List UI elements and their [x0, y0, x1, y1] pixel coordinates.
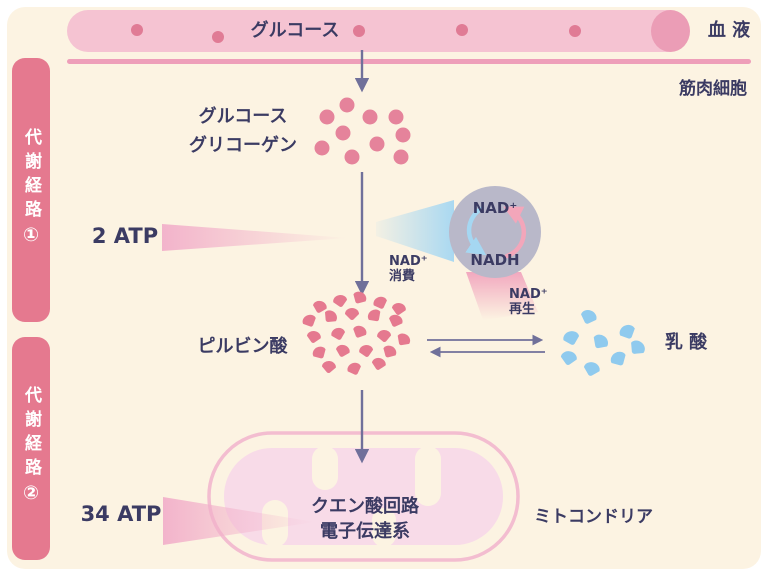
nad-to-nadh-arrow: [465, 206, 487, 256]
nad-consume-line2: 消費: [389, 268, 416, 284]
nad-oxidized-label: NAD⁺: [472, 199, 518, 217]
blood-label: 血 液: [707, 20, 751, 41]
pathway-1-label: 代謝経路: [21, 127, 41, 224]
nad-consume-line1: NAD⁺: [389, 254, 428, 269]
mitochondria-label: ミトコンドリア: [534, 507, 653, 527]
atp34-label: 34 ATP: [80, 502, 162, 526]
nad-consume-label: NAD⁺ 消費: [389, 254, 428, 285]
pyruvate-molecules: [300, 289, 413, 378]
citric-cycle-line: クエン酸回路: [311, 496, 419, 517]
pathway-2-number: ②: [20, 482, 42, 511]
mito-process-label: クエン酸回路 電子伝達系: [300, 496, 430, 542]
lactate-molecules: [559, 307, 648, 378]
nad-regen-line1: NAD⁺: [509, 287, 548, 302]
nad-regen-label: NAD⁺ 再生: [509, 287, 548, 318]
nad-consume-beam: [376, 200, 454, 262]
pathway-1-number: ①: [20, 223, 42, 253]
nadh-to-nad-arrow: [503, 206, 527, 259]
glucose-line: グルコース: [198, 106, 288, 127]
glycogen-line: グリコーゲン: [189, 134, 297, 156]
atp34-beam: [163, 497, 315, 545]
nadh-label: NADH: [470, 251, 520, 269]
electron-transport-line: 電子伝達系: [320, 520, 410, 542]
blood-vessel-end-cap: [651, 10, 690, 52]
pathway-1-badge: 代謝経路①: [12, 58, 50, 322]
glycogen-granules: [314, 97, 411, 165]
cell-membrane-line: [67, 59, 751, 64]
atp2-label: 2 ATP: [91, 224, 159, 248]
nad-regen-line2: 再生: [509, 301, 536, 317]
nad-regen-beam: [466, 272, 538, 320]
atp2-beam: [162, 224, 348, 251]
blood-vessel: [67, 10, 690, 52]
vessel-glucose-label: グルコース: [250, 20, 340, 41]
muscle-cell-label: 筋肉細胞: [679, 79, 747, 99]
pyruvate-label: ピルビン酸: [197, 336, 288, 357]
vessel-glucose-dots: [131, 24, 581, 43]
pathway-2-label: 代謝経路: [21, 386, 41, 482]
pathway-2-badge: 代謝経路②: [12, 337, 50, 560]
glucose-glycogen-label: グルコース グリコーゲン: [178, 106, 308, 156]
lactate-label: 乳 酸: [664, 332, 708, 353]
